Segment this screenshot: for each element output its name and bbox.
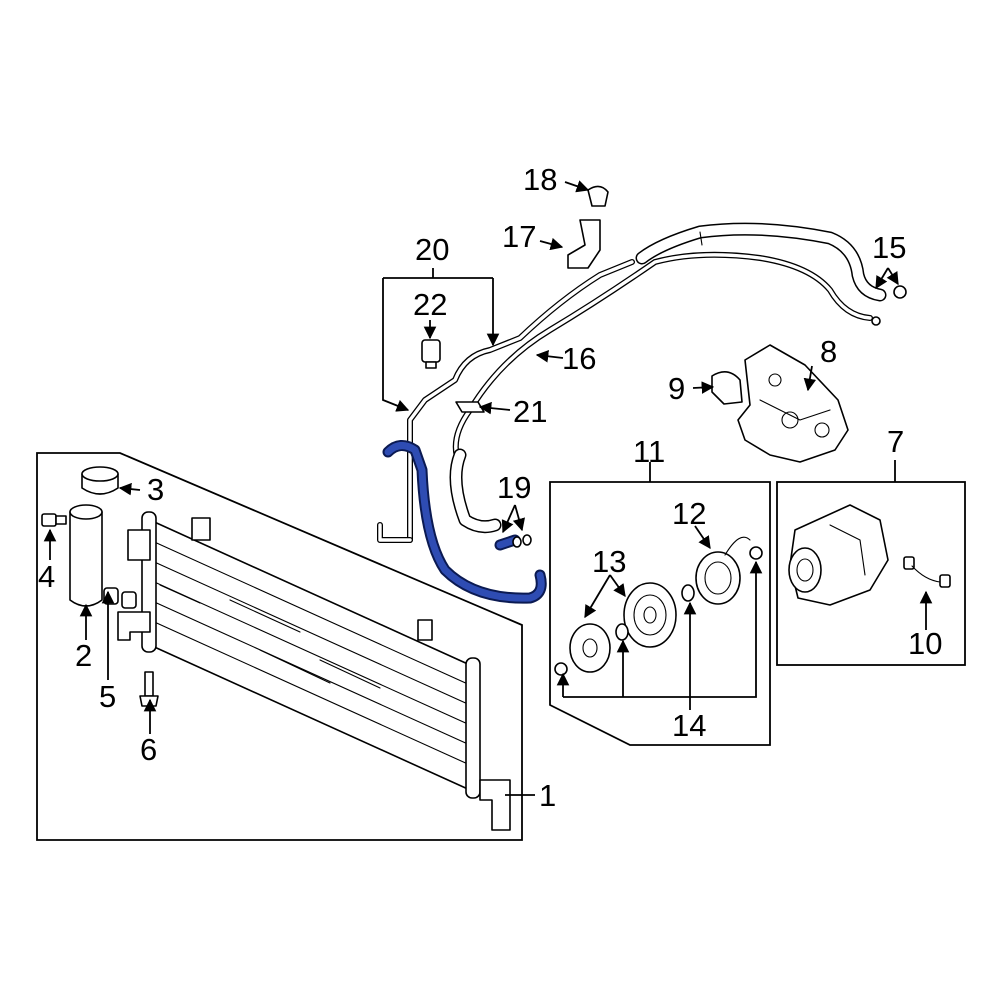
liquid-line[interactable] xyxy=(377,259,635,543)
receiver-drier-clamp[interactable] xyxy=(81,466,119,495)
callout-1: 1 xyxy=(539,778,556,813)
clutch-group-box xyxy=(549,481,771,746)
callout-12: 12 xyxy=(672,496,706,531)
callout-17: 17 xyxy=(502,219,536,254)
callout-8: 8 xyxy=(820,334,837,369)
field-coil[interactable] xyxy=(695,536,751,605)
bracket-21[interactable] xyxy=(455,401,485,413)
compressor[interactable] xyxy=(788,504,889,606)
callout-2: 2 xyxy=(75,638,92,673)
receiver-drier[interactable] xyxy=(69,504,103,607)
clutch-pulley[interactable] xyxy=(623,582,677,648)
mounting-bolt[interactable] xyxy=(139,671,159,707)
compressor-harness[interactable] xyxy=(903,556,951,588)
condenser[interactable] xyxy=(117,511,511,831)
hose-assembly-16[interactable] xyxy=(449,448,502,534)
callout-9: 9 xyxy=(668,371,685,406)
bolt[interactable] xyxy=(41,513,67,527)
callout-14: 14 xyxy=(672,708,706,743)
condenser-group-box xyxy=(36,452,523,841)
callout-4: 4 xyxy=(38,559,55,594)
cap-18[interactable] xyxy=(587,185,609,207)
callout-6: 6 xyxy=(140,732,157,767)
callout-3: 3 xyxy=(147,472,164,507)
o-ring-15[interactable] xyxy=(871,285,907,326)
callout-22: 22 xyxy=(413,287,447,322)
callout-5: 5 xyxy=(99,679,116,714)
callout-13: 13 xyxy=(592,544,626,579)
callout-18: 18 xyxy=(523,162,557,197)
snap-ring-14[interactable] xyxy=(554,546,763,676)
heat-shield-9[interactable] xyxy=(711,371,743,405)
clutch-hub[interactable] xyxy=(569,623,611,673)
o-ring-19[interactable] xyxy=(512,534,532,548)
leader-lines xyxy=(43,180,933,796)
callout-7: 7 xyxy=(887,424,904,459)
callout-16: 16 xyxy=(562,341,596,376)
callout-10: 10 xyxy=(908,626,942,661)
pressure-switch[interactable] xyxy=(421,339,441,369)
callout-19: 19 xyxy=(497,470,531,505)
compressor-group-box xyxy=(776,481,966,666)
callout-15: 15 xyxy=(872,230,906,265)
suction-hose[interactable] xyxy=(635,222,887,302)
callout-labels: 1 2 3 4 5 6 7 8 9 10 11 12 13 14 15 16 1… xyxy=(38,162,942,813)
callout-21: 21 xyxy=(513,394,547,429)
callout-20: 20 xyxy=(415,232,449,267)
callout-11: 11 xyxy=(633,434,665,469)
compressor-bracket[interactable] xyxy=(737,344,849,463)
bracket-17[interactable] xyxy=(567,219,601,269)
